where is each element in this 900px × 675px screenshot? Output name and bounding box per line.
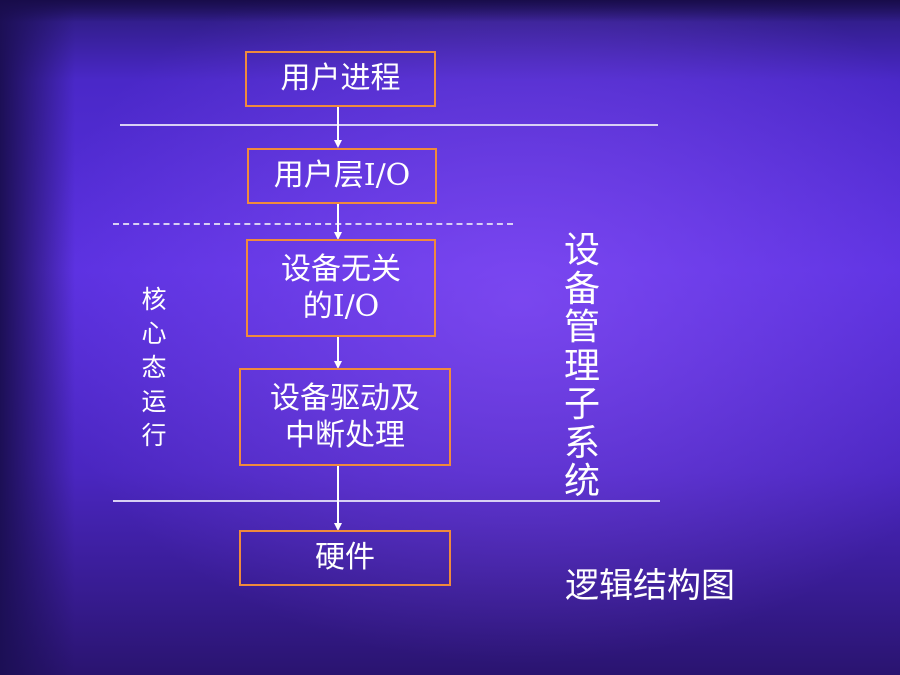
kernel-boundary-dashed-line — [113, 223, 513, 225]
device-independent-io-box: 设备无关 的I/O — [246, 239, 436, 337]
kernel-mode-label: 核 心 态 运 行 — [141, 285, 167, 450]
hardware-boundary-line — [113, 500, 660, 502]
diagram-caption: 逻辑结构图 — [565, 566, 735, 606]
device-management-subsystem-label: 设 备 管 理 子 系 统 — [563, 230, 600, 502]
user-process-box: 用户进程 — [245, 51, 436, 107]
user-boundary-line — [120, 124, 658, 126]
user-io-box: 用户层I/O — [247, 148, 437, 204]
background-left-shade — [0, 0, 75, 675]
hardware-box: 硬件 — [239, 530, 451, 586]
background-top-shade — [0, 0, 900, 22]
device-driver-interrupt-box: 设备驱动及 中断处理 — [239, 368, 451, 466]
